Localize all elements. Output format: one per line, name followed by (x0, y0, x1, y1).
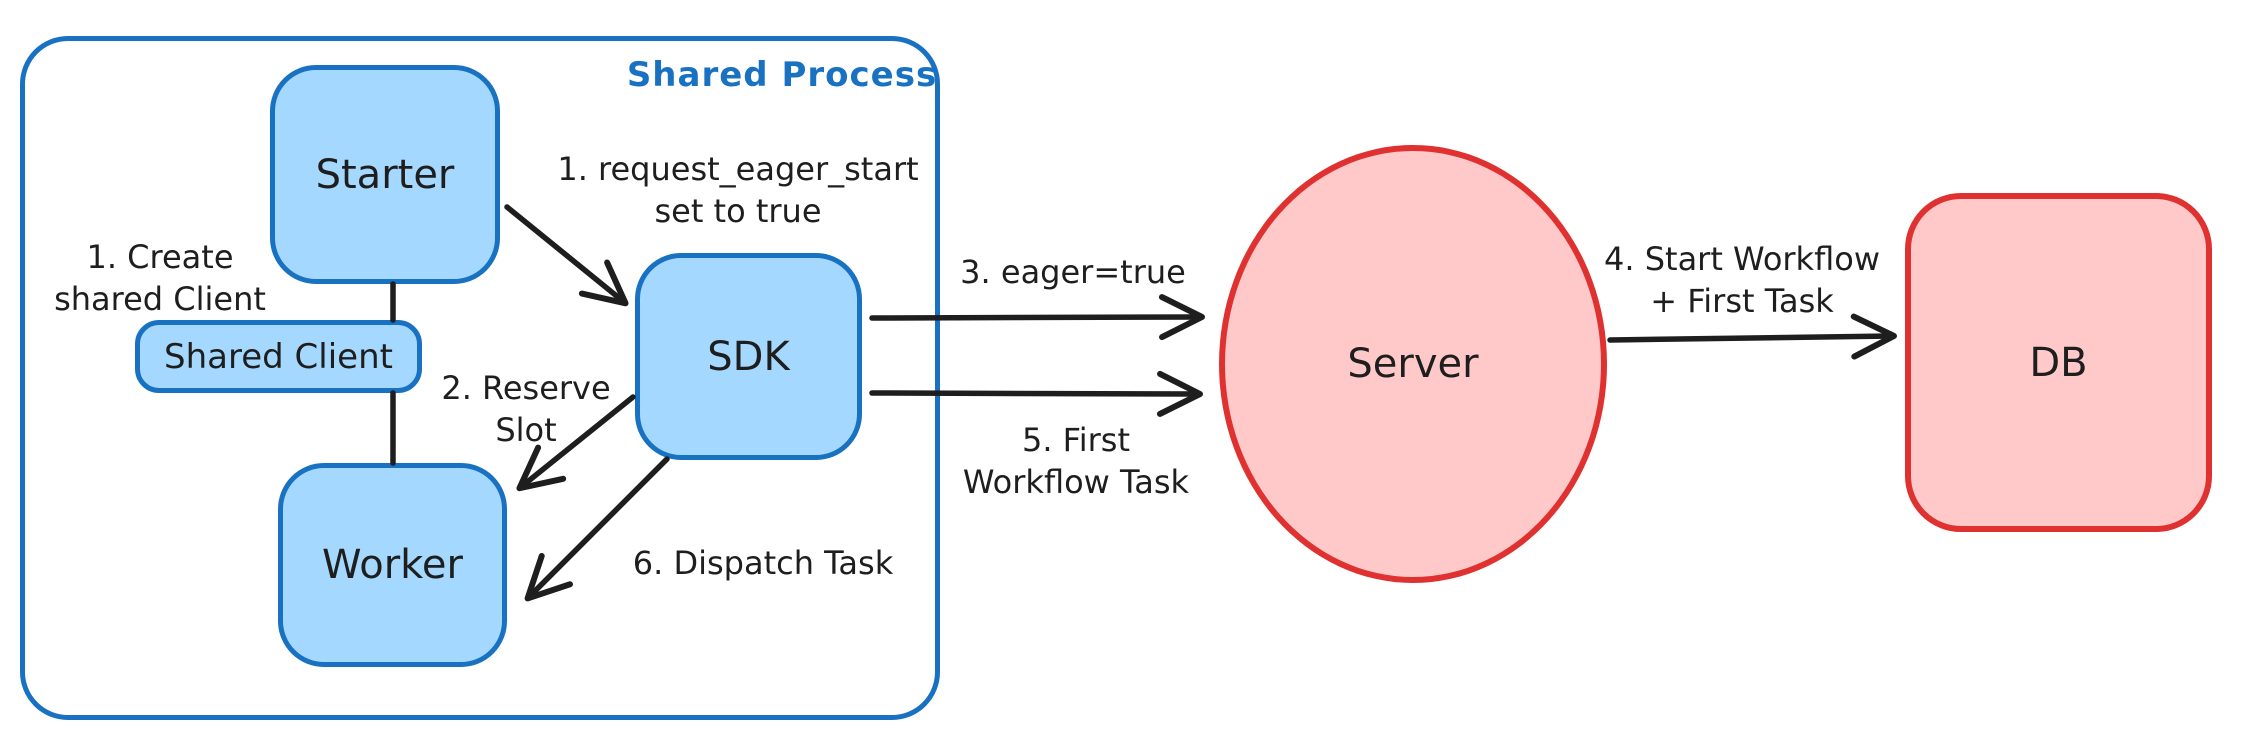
node-db-label: DB (2029, 339, 2088, 386)
annotation-line: 3. eager=true (960, 252, 1186, 291)
arrow-server-to-db (1607, 313, 1897, 360)
annotation-line: 6. Dispatch Task (632, 543, 894, 582)
annotation-line: shared Client (54, 280, 266, 318)
annotation-start-workflow: 4. Start Workflow + First Task (1604, 238, 1880, 322)
node-sdk-label: SDK (707, 333, 790, 380)
annotation-eager-true: 3. eager=true (960, 251, 1186, 293)
shared-process-label: Shared Process (626, 55, 938, 95)
annotation-line: 2. Reserve (441, 368, 611, 407)
annotation-line: 1. request_eager_start (557, 149, 919, 188)
node-worker: Worker (278, 463, 507, 667)
shared-process-container (20, 36, 940, 720)
annotation-dispatch-task: 6. Dispatch Task (633, 542, 893, 584)
annotation-line: Workflow Task (962, 463, 1190, 501)
annotation-line: set to true (654, 192, 822, 230)
node-shared-client: Shared Client (135, 320, 422, 393)
node-worker-label: Worker (322, 542, 463, 588)
annotation-line: 4. Start Workflow (1604, 239, 1880, 278)
node-db: DB (1905, 193, 2212, 532)
annotation-line: Slot (495, 411, 557, 449)
node-sdk: SDK (635, 253, 862, 460)
node-starter: Starter (270, 65, 500, 284)
node-server-label: Server (1347, 341, 1479, 387)
annotation-line: 5. First (1021, 420, 1131, 459)
node-shared-client-label: Shared Client (164, 336, 393, 377)
node-server: Server (1219, 145, 1607, 583)
annotation-request-eager-start: 1. request_eager_start set to true (557, 148, 918, 232)
annotation-first-workflow-task: 5. First Workflow Task (963, 419, 1189, 503)
node-starter-label: Starter (315, 151, 455, 198)
annotation-reserve-slot: 2. Reserve Slot (441, 367, 610, 451)
annotation-line: + First Task (1650, 282, 1834, 320)
annotation-line: 1. Create (86, 237, 234, 276)
annotation-create-shared-client: 1. Create shared Client (54, 236, 266, 320)
